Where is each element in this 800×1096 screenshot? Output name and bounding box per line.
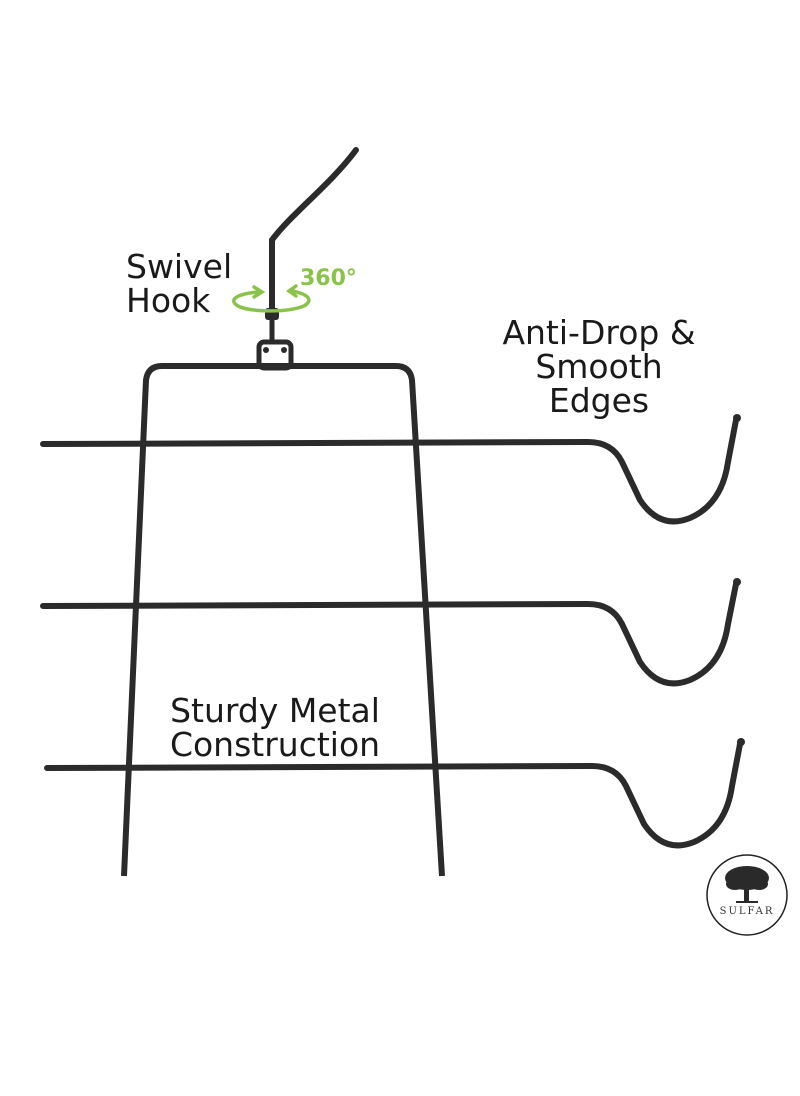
rotation-label: 360°	[300, 266, 357, 291]
sturdy-metal-label: Sturdy Metal Construction	[168, 694, 382, 762]
swivel-hook-wire	[269, 147, 359, 315]
hanger-bar-3	[44, 741, 743, 849]
antidrop-label-line1: Anti-Drop &	[502, 313, 696, 352]
swivel-label-line1: Swivel	[126, 247, 233, 286]
tree-icon	[725, 866, 769, 903]
rotation-arrow-icon	[232, 284, 311, 313]
hanger-bar-1	[40, 417, 739, 525]
swivel-label-line2: Hook	[126, 281, 211, 320]
brand-name: SULFAR	[719, 906, 775, 917]
hanger-frame	[121, 363, 445, 877]
antidrop-label-line2: Smooth Edges	[535, 347, 663, 420]
brand-logo	[706, 854, 788, 936]
hanger-bar-2	[40, 581, 739, 687]
swivel-hook-label: Swivel Hook	[126, 250, 232, 318]
sturdy-label-line1: Sturdy Metal	[170, 691, 380, 730]
sturdy-label-line2: Construction	[169, 725, 381, 764]
anti-drop-label: Anti-Drop & Smooth Edges	[488, 316, 710, 418]
